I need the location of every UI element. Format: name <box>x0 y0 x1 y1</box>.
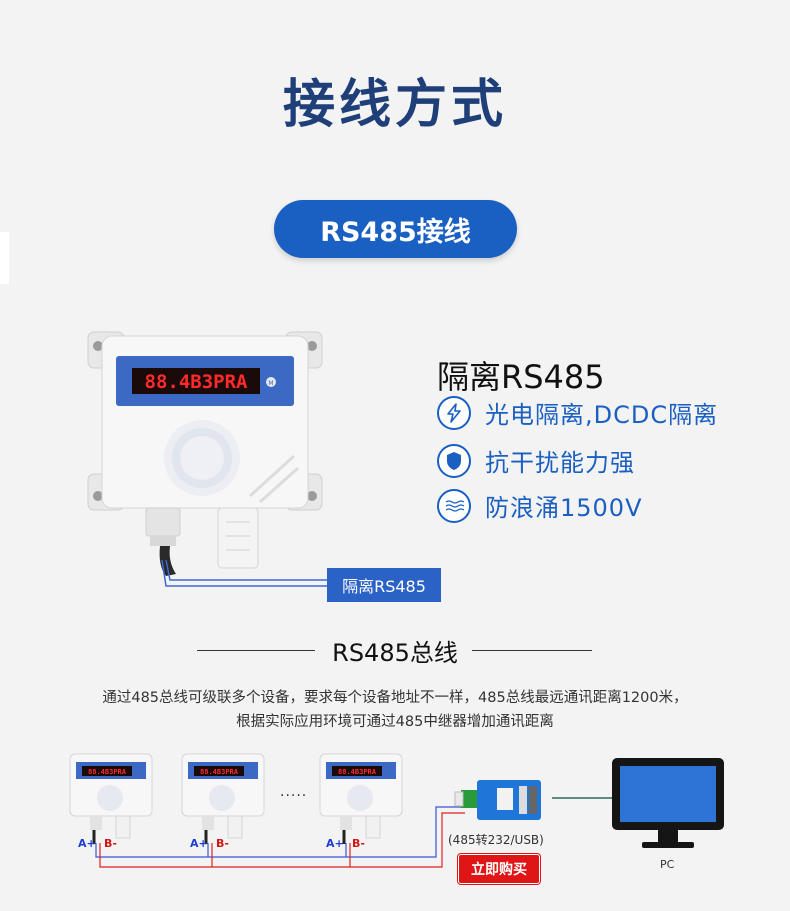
rs485-converter <box>454 780 541 820</box>
b-minus-label-3: B- <box>352 837 365 850</box>
bus-wires <box>95 806 465 868</box>
rs485-wiring-badge: RS485接线 <box>274 200 517 258</box>
feature-anti-interference: 抗干扰能力强 <box>437 443 635 478</box>
page-title: 接线方式 <box>282 75 507 135</box>
wave-icon <box>437 488 471 523</box>
small-display-3: 88.4B3PRA <box>338 768 377 776</box>
shield-icon <box>437 443 471 478</box>
a-plus-label-3: A+ <box>326 837 344 850</box>
isolated-rs485-label: 隔离RS485 <box>327 568 441 602</box>
sensor-device-small-1: 88.4B3PRA <box>69 753 153 844</box>
sensor-device-small-3: 88.4B3PRA <box>319 753 403 844</box>
more-devices-ellipsis: ..... <box>280 784 308 800</box>
converter-label: (485转232/USB) <box>448 833 544 847</box>
pc-monitor-icon <box>612 758 724 848</box>
a-plus-label-1: A+ <box>78 837 96 850</box>
signal-wires <box>161 560 330 587</box>
bus-section-title: RS485总线 <box>332 639 458 667</box>
features-heading: 隔离RS485 <box>437 358 605 396</box>
b-minus-label-2: B- <box>216 837 229 850</box>
device-m-button: M <box>268 380 273 387</box>
feature-surge-text: 防浪涌1500V <box>485 494 643 522</box>
lightning-icon <box>437 395 471 430</box>
feature-isolation: 光电隔离,DCDC隔离 <box>437 395 718 430</box>
small-display-2: 88.4B3PRA <box>200 768 239 776</box>
pc-link-wire <box>552 797 612 799</box>
feature-isolation-text: 光电隔离,DCDC隔离 <box>485 401 719 429</box>
a-plus-label-2: A+ <box>190 837 208 850</box>
small-display-1: 88.4B3PRA <box>88 768 127 776</box>
bus-description-line1: 通过485总线可级联多个设备，要求每个设备地址不一样，485总线最远通讯距离12… <box>102 690 688 706</box>
sensor-device-small-2: 88.4B3PRA <box>181 753 265 844</box>
pc-label: PC <box>660 858 675 871</box>
b-minus-label-1: B- <box>104 837 117 850</box>
divider-right <box>472 650 592 651</box>
sensor-device-large: 88.4B3PRA M <box>87 331 323 576</box>
divider-left <box>197 650 315 651</box>
device-display-readout: 88.4B3PRA <box>145 371 249 393</box>
buy-now-button[interactable]: 立即购买 <box>458 854 540 884</box>
edge-strip <box>0 232 9 284</box>
feature-surge: 防浪涌1500V <box>437 488 643 523</box>
bus-description-line2: 根据实际应用环境可通过485中继器增加通讯距离 <box>236 714 554 730</box>
feature-anti-interference-text: 抗干扰能力强 <box>485 449 635 477</box>
